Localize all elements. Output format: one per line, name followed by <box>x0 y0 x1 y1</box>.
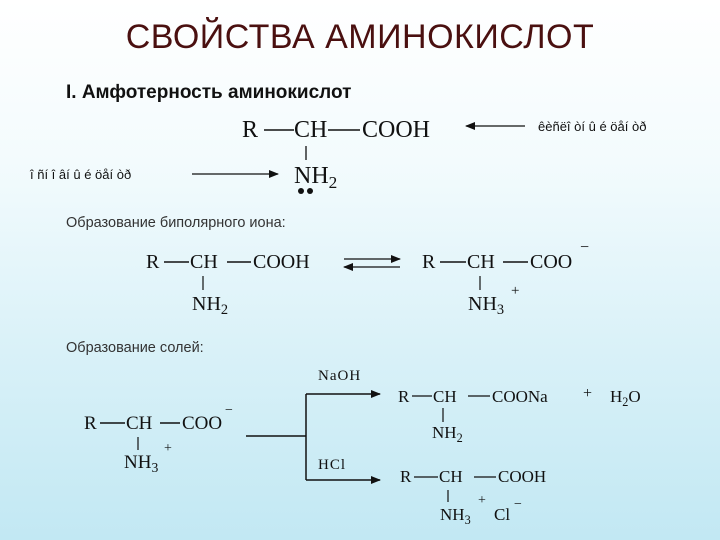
br-nh3: NH3 <box>468 293 504 318</box>
bl-cooh: COOH <box>253 251 310 273</box>
p2-ch: CH <box>439 467 463 486</box>
top-nh-index: 2 <box>328 173 338 193</box>
br-nh: NH <box>468 293 497 315</box>
p1-nh-index: 2 <box>456 430 463 445</box>
p1-nh2: NH2 <box>432 423 463 444</box>
bl-ch: CH <box>190 251 218 273</box>
sr-nh-index: 3 <box>151 460 159 476</box>
br-coo: COO <box>530 251 573 273</box>
p2-cooh: COOH <box>498 467 547 486</box>
p2-cl: Cl <box>494 505 511 524</box>
sr-plus: + <box>164 441 172 456</box>
p1-r: R <box>398 387 410 406</box>
bl-nh: NH <box>192 293 221 315</box>
sr-nh3: NH3 <box>124 452 159 476</box>
p1-water-h: H <box>610 387 623 406</box>
salts-label: Образование солей: <box>66 340 204 356</box>
acid-center-label: êèñëî òí û é öåí òð <box>538 119 647 134</box>
br-nh-index: 3 <box>496 302 505 319</box>
p2-nh3: NH3 <box>440 505 471 526</box>
sr-minus: − <box>225 403 233 418</box>
reagent-naoh: NaOH <box>318 368 362 384</box>
p2-nh-index: 3 <box>464 512 471 527</box>
p1-water-index: 2 <box>622 394 629 409</box>
bipolar-label: Образование биполярного иона: <box>66 215 286 231</box>
top-nh: NH <box>294 163 329 189</box>
page-title: СВОЙСТВА АМИНОКИСЛОТ <box>125 18 595 56</box>
p1-coona: COONa <box>492 387 548 406</box>
top-nh2: NH2 <box>294 163 337 191</box>
br-r: R <box>422 251 436 273</box>
reagent-hcl: HCl <box>318 457 347 473</box>
p1-water-o: O <box>628 387 641 406</box>
p1-nh: NH <box>432 423 457 442</box>
section-heading: I. Амфотерность аминокислот <box>66 82 352 103</box>
p1-plus-sign: + <box>583 385 593 402</box>
bl-r: R <box>146 251 160 273</box>
dot-1 <box>298 188 304 194</box>
base-center-label: î ñí î âí û é öåí òð <box>30 167 132 182</box>
sr-r: R <box>84 413 97 434</box>
p2-nh: NH <box>440 505 465 524</box>
sr-ch: CH <box>126 413 153 434</box>
br-minus: − <box>580 239 590 256</box>
br-ch: CH <box>467 251 495 273</box>
p2-cl-minus: − <box>514 497 522 512</box>
sr-coo: COO <box>182 413 223 434</box>
p2-r: R <box>400 467 412 486</box>
top-r: R <box>242 117 259 143</box>
p1-ch: CH <box>433 387 457 406</box>
top-cooh: COOH <box>362 117 431 143</box>
br-plus: + <box>511 283 520 299</box>
sr-nh: NH <box>124 452 152 473</box>
p2-plus: + <box>478 493 486 508</box>
bl-nh-index: 2 <box>220 302 229 319</box>
top-ch: CH <box>294 117 328 143</box>
bl-nh2: NH2 <box>192 293 228 318</box>
p1-water: H2O <box>610 387 641 408</box>
dot-2 <box>307 188 313 194</box>
